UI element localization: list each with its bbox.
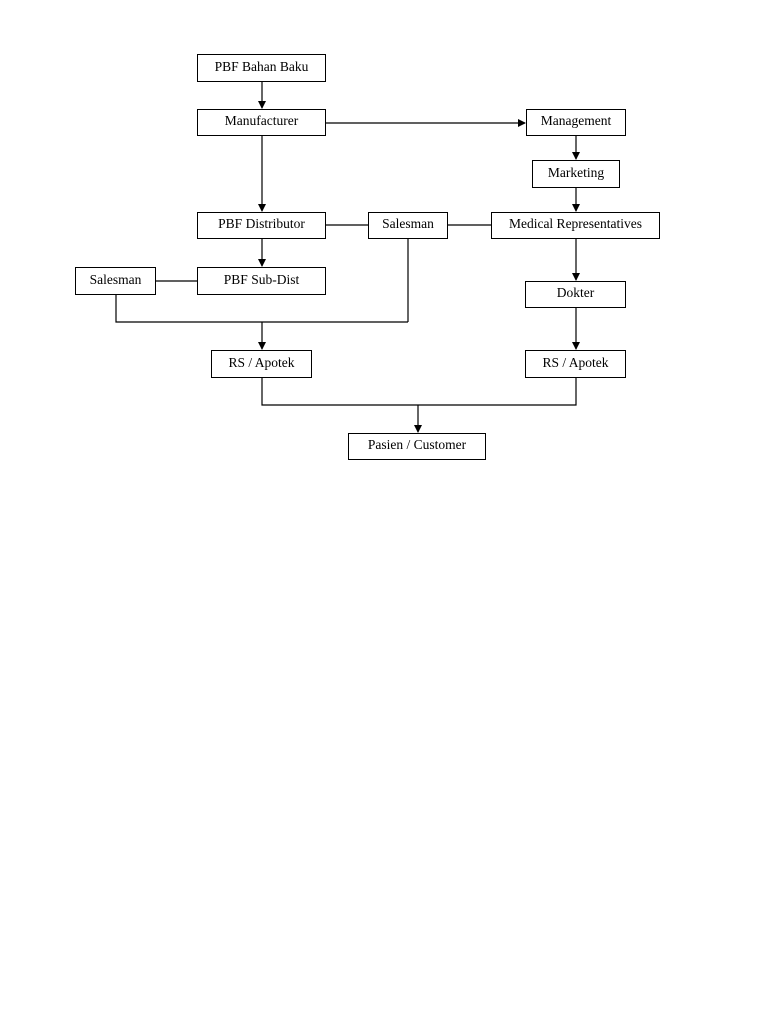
node-rs-apotek-right: RS / Apotek — [525, 350, 626, 378]
node-marketing: Marketing — [532, 160, 620, 188]
node-pbf-distributor: PBF Distributor — [197, 212, 326, 239]
node-rs-apotek-left: RS / Apotek — [211, 350, 312, 378]
node-medical-representatives: Medical Representatives — [491, 212, 660, 239]
node-salesman-left: Salesman — [75, 267, 156, 295]
node-management: Management — [526, 109, 626, 136]
edge-rs-apotek-merge — [261, 378, 577, 406]
edge-salesman-left-to-merge — [115, 295, 408, 323]
node-dokter: Dokter — [525, 281, 626, 308]
node-manufacturer: Manufacturer — [197, 109, 326, 136]
node-salesman-mid: Salesman — [368, 212, 448, 239]
node-pbf-bahan-baku: PBF Bahan Baku — [197, 54, 326, 82]
node-pbf-sub-dist: PBF Sub-Dist — [197, 267, 326, 295]
node-pasien-customer: Pasien / Customer — [348, 433, 486, 460]
